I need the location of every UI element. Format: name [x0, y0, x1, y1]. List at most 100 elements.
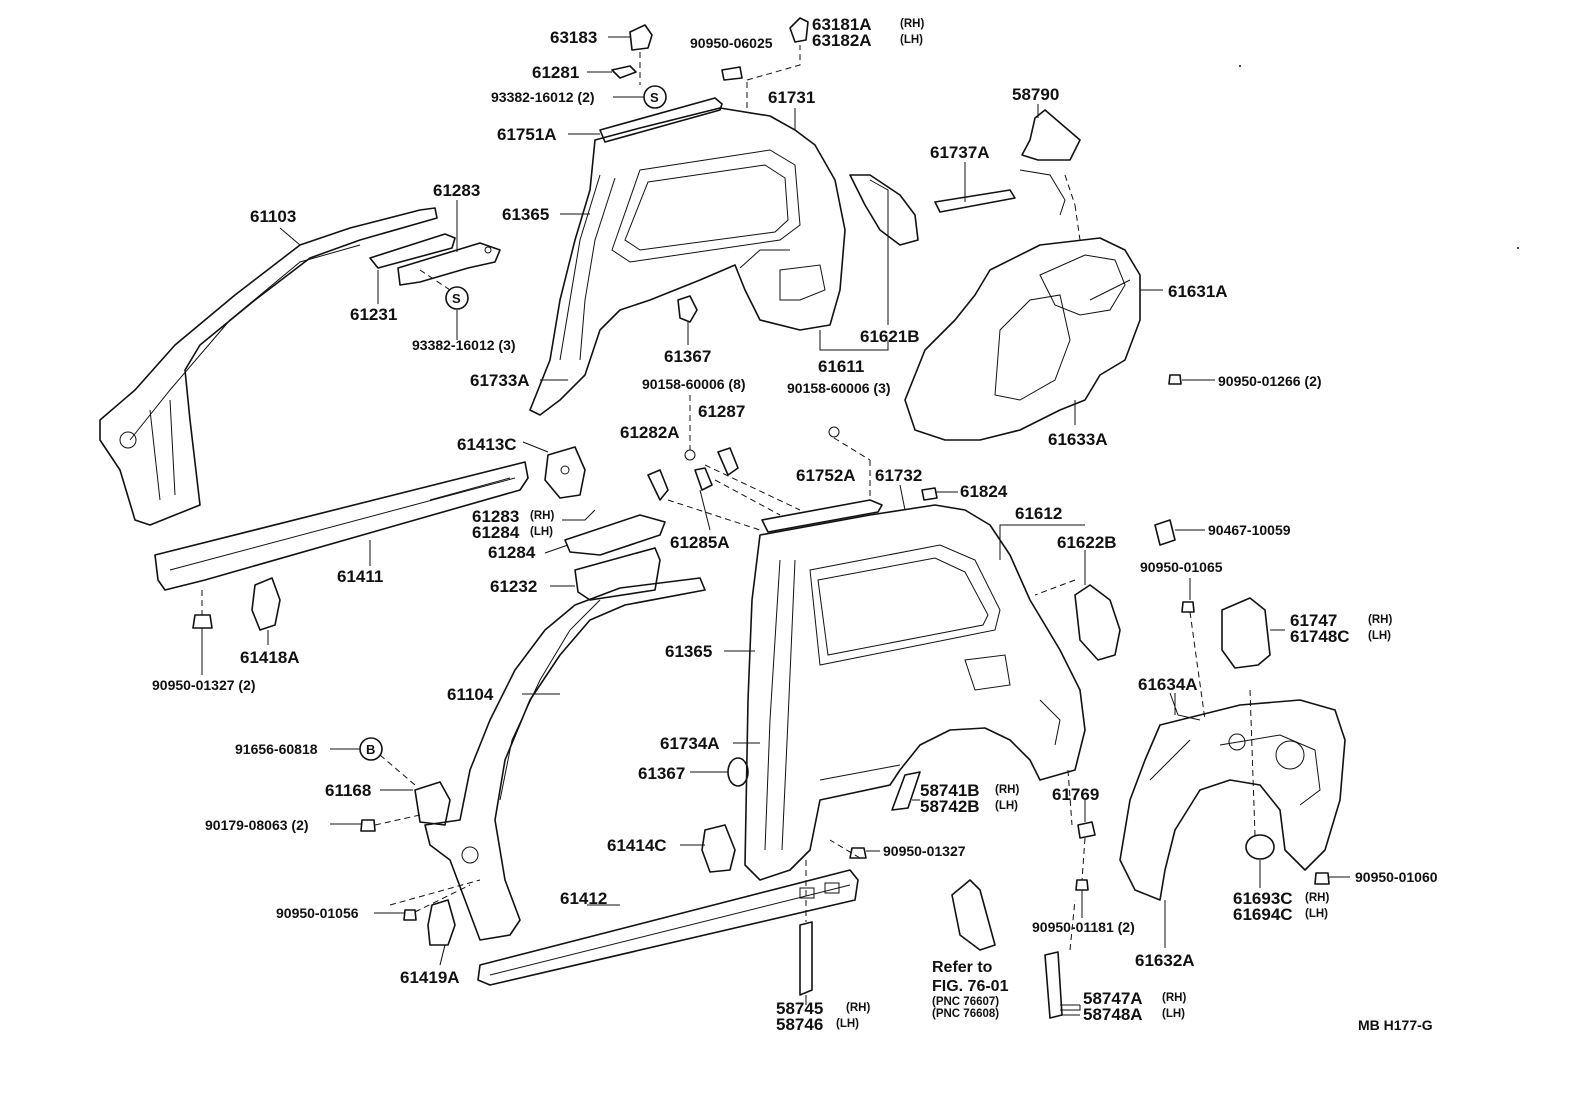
part-61731-quarter-upper	[529, 107, 846, 416]
refer-line-2: FIG. 76-01	[932, 978, 1009, 995]
diagram-code: MB H177-G	[1358, 1017, 1433, 1033]
label-61411: 61411	[337, 567, 383, 586]
tag-rh: (RH)	[530, 510, 554, 522]
label-61769: 61769	[1052, 785, 1099, 804]
label-63182A: 63182A	[812, 31, 872, 50]
label-63183: 63183	[550, 28, 597, 47]
part-61747	[1221, 597, 1271, 669]
part-61284-61232	[564, 514, 666, 601]
label-90467-10059: 90467-10059	[1208, 522, 1291, 538]
label-91656-60818: 91656-60818	[235, 741, 318, 757]
refer-to-note: Refer to FIG. 76-01 (PNC 76607) (PNC 766…	[932, 959, 1009, 1020]
part-small-brackets-top	[611, 17, 809, 81]
label-61281: 61281	[532, 63, 579, 82]
label-61612: 61612	[1015, 504, 1062, 523]
label-61283-top: 61283	[433, 181, 480, 200]
label-61282A: 61282A	[620, 423, 680, 442]
label-61737A: 61737A	[930, 143, 990, 162]
label-90179-08063: 90179-08063 (2)	[205, 817, 309, 833]
label-61413C: 61413C	[457, 435, 517, 454]
label-61751A: 61751A	[497, 125, 557, 144]
part-61104-pillar	[424, 577, 706, 941]
part-clips-61282A	[647, 426, 840, 501]
label-61367-top: 61367	[664, 347, 711, 366]
part-61751A-rail	[599, 97, 723, 143]
part-61367-mid	[727, 757, 749, 787]
label-61734A: 61734A	[660, 734, 720, 753]
label-61365-top: 61365	[502, 205, 549, 224]
label-61232: 61232	[490, 577, 537, 596]
label-61634A: 61634A	[1138, 675, 1198, 694]
tag-rh: (RH)	[995, 784, 1019, 796]
part-61769	[1077, 821, 1096, 839]
part-61411-rocker	[154, 461, 529, 591]
label-61367-mid: 61367	[638, 764, 685, 783]
label-58745: 58745	[776, 999, 823, 1018]
label-90950-01327: 90950-01327	[883, 843, 966, 859]
part-61693C-cap	[1245, 834, 1275, 860]
label-61284-lh: 61284	[472, 523, 520, 542]
label-90950-01060: 90950-01060	[1355, 869, 1438, 885]
tag-lh: (LH)	[995, 800, 1018, 812]
label-61824: 61824	[960, 482, 1008, 501]
label-61104: 61104	[447, 685, 494, 704]
part-61612-quarter-panel	[744, 504, 1086, 881]
label-58742B: 58742B	[920, 797, 980, 816]
label-61418A: 61418A	[240, 648, 300, 667]
label-61283-rh: 61283	[472, 507, 519, 526]
label-61103: 61103	[250, 207, 296, 226]
part-61367-top	[677, 295, 698, 323]
part-61621B	[849, 174, 919, 246]
label-61414C: 61414C	[607, 836, 667, 855]
leader-lines	[201, 36, 1350, 1016]
label-61611: 61611	[818, 357, 864, 376]
label-61632A: 61632A	[1135, 951, 1195, 970]
part-labels: 63183 90950-06025 63181A (RH) 63182A (LH…	[152, 15, 1438, 1034]
symbol-s-mid: S	[445, 286, 469, 310]
label-61412: 61412	[560, 889, 607, 908]
part-61622B	[1074, 584, 1121, 661]
tag-rh: (RH)	[900, 18, 924, 30]
tag-lh: (LH)	[1162, 1008, 1185, 1020]
label-58748A: 58748A	[1083, 1005, 1143, 1024]
label-58741B: 58741B	[920, 781, 980, 800]
part-61419A	[427, 899, 456, 946]
tag-lh: (LH)	[530, 526, 553, 538]
part-61231-rail	[369, 233, 501, 286]
label-90950-06025: 90950-06025	[690, 35, 773, 51]
part-61418A	[251, 577, 281, 631]
label-58746: 58746	[776, 1015, 823, 1034]
label-61748C: 61748C	[1290, 627, 1350, 646]
label-90950-01056: 90950-01056	[276, 905, 359, 921]
symbol-s-label: S	[650, 90, 659, 105]
symbol-s-top: S	[643, 85, 667, 109]
tag-rh: (RH)	[1368, 614, 1392, 626]
label-61733A: 61733A	[470, 371, 530, 390]
part-61103-front-pillar	[99, 207, 438, 526]
label-58747A: 58747A	[1083, 989, 1143, 1008]
label-61287: 61287	[698, 402, 745, 421]
part-58745-strip	[799, 921, 813, 996]
label-61231: 61231	[350, 305, 397, 324]
label-61365-mid: 61365	[665, 642, 712, 661]
label-61284: 61284	[488, 543, 536, 562]
label-93382-16012-3: 93382-16012 (3)	[412, 337, 516, 353]
tag-lh: (LH)	[1368, 630, 1391, 642]
label-61622B: 61622B	[1057, 533, 1117, 552]
symbol-b-label: B	[366, 742, 375, 757]
label-90950-01327-2: 90950-01327 (2)	[152, 677, 256, 693]
tag-rh: (RH)	[1162, 992, 1186, 1004]
part-61634A-wheelhouse	[1119, 699, 1346, 901]
refer-line-4: (PNC 76608)	[932, 1008, 999, 1020]
label-93382-16012-2: 93382-16012 (2)	[491, 89, 595, 105]
part-61168	[414, 781, 451, 826]
label-61693C: 61693C	[1233, 889, 1293, 908]
label-61747: 61747	[1290, 611, 1337, 630]
tag-lh: (LH)	[900, 34, 923, 46]
label-61621B: 61621B	[860, 327, 920, 346]
label-61419A: 61419A	[400, 968, 460, 987]
label-61752A: 61752A	[796, 466, 856, 485]
label-90950-01181: 90950-01181 (2)	[1032, 919, 1135, 935]
label-61731: 61731	[768, 88, 815, 107]
